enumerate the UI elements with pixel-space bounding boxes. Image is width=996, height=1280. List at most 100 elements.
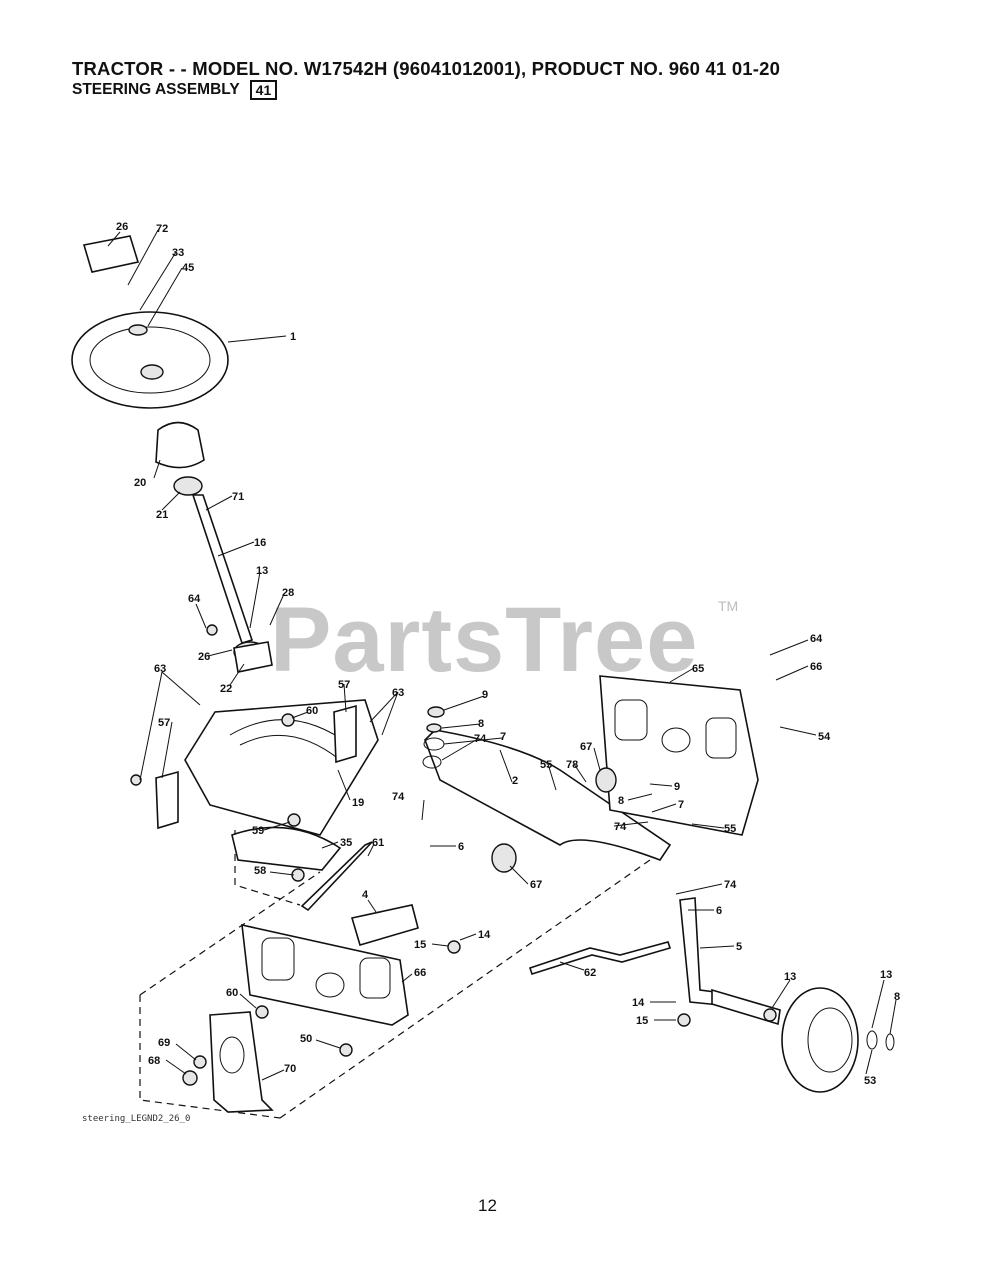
steering-wheel-cap-insert [128, 324, 148, 336]
pinion-bracket [233, 641, 273, 673]
part-label: 1 [290, 331, 296, 343]
part-label: 65 [692, 663, 704, 675]
part-label: 13 [256, 565, 268, 577]
part-label: 54 [818, 731, 831, 743]
steering-wheel [71, 311, 229, 409]
part-label: 53 [864, 1075, 876, 1087]
part-label: 59 [252, 825, 264, 837]
part-label: 68 [148, 1055, 160, 1067]
part-label: 15 [636, 1015, 648, 1027]
part-label: 6 [458, 841, 464, 853]
part-label: 13 [784, 971, 796, 983]
nut-50 [339, 1043, 353, 1057]
support-hole [661, 727, 691, 753]
nut-15-right [677, 1013, 691, 1027]
front-axle [424, 729, 672, 861]
part-label: 74 [474, 733, 487, 745]
part-label: 70 [284, 1063, 296, 1075]
part-label: 55 [724, 823, 736, 835]
part-label: 57 [338, 679, 350, 691]
section-name: STEERING ASSEMBLY [72, 81, 240, 98]
nut-60-b [255, 1005, 269, 1019]
part-label: 66 [414, 967, 426, 979]
part-label: 63 [392, 687, 404, 699]
part-label: 62 [584, 967, 596, 979]
support-window-4 [359, 957, 391, 999]
steering-wheel-inner [89, 326, 211, 394]
washer-69 [193, 1055, 207, 1069]
part-label: 35 [340, 837, 352, 849]
part-label: 6 [716, 905, 722, 917]
steering-wheel-hub [140, 364, 164, 380]
bolt-head-63 [130, 774, 142, 786]
nut-68 [182, 1070, 198, 1086]
leader-lines [107, 229, 897, 1081]
part-label: 19 [352, 797, 364, 809]
page-number: 12 [478, 1196, 497, 1215]
part-label: 67 [580, 741, 592, 753]
drag-link [300, 841, 373, 912]
part-label: 7 [678, 799, 684, 811]
part-label: 64 [188, 593, 201, 605]
spindle-left [350, 904, 419, 946]
part-label: 26 [116, 221, 128, 233]
watermark: PartsTree [270, 589, 699, 691]
part-label: 60 [226, 987, 238, 999]
front-wheel [781, 987, 859, 1093]
part-label: 33 [172, 247, 184, 259]
bolt-head-64 [206, 624, 218, 636]
part-label: 74 [724, 879, 737, 891]
subassembly-outline [139, 830, 651, 1119]
washer-13 [763, 1008, 777, 1022]
part-label: 14 [478, 929, 491, 941]
part-label: 58 [254, 865, 266, 877]
sector-gear [231, 826, 342, 871]
tie-rod [528, 941, 672, 976]
page-title: TRACTOR - - MODEL NO. W17542H (960410120… [72, 58, 781, 79]
wheel-axle-stub [711, 988, 781, 1026]
drawing-file-id: steering_LEGND2_26_0 [82, 1114, 191, 1124]
part-label: 8 [618, 795, 624, 807]
section-title: STEERING ASSEMBLY 41 [72, 80, 278, 100]
part-label: 9 [482, 689, 488, 701]
section-number-badge: 41 [249, 80, 278, 100]
part-label: 4 [362, 889, 369, 901]
part-label: 5 [736, 941, 742, 953]
part-label: 26 [198, 651, 210, 663]
part-label: 78 [566, 759, 578, 771]
part-label: 28 [282, 587, 294, 599]
steering-cap [82, 235, 140, 273]
mount-bracket-hole [219, 1036, 245, 1074]
bushing-67-a [595, 767, 617, 793]
part-label: 66 [810, 661, 822, 673]
part-label: 71 [232, 491, 244, 503]
support-window-3 [261, 937, 295, 981]
part-label: 7 [500, 731, 506, 743]
front-wheel-rim [807, 1007, 853, 1073]
part-label: 9 [674, 781, 680, 793]
nut-60 [281, 713, 295, 727]
bearing-74 [422, 755, 442, 769]
nut-15 [447, 940, 461, 954]
part-label: 13 [880, 969, 892, 981]
part-label: 72 [156, 223, 168, 235]
part-label: 15 [414, 939, 426, 951]
part-label: 16 [254, 537, 266, 549]
axle-support-left [241, 923, 409, 1026]
part-label: 69 [158, 1037, 170, 1049]
washer-8 [426, 723, 442, 733]
steering-bellows [155, 421, 205, 469]
part-label: 14 [632, 997, 645, 1009]
trademark-mark: TM [718, 598, 739, 614]
part-label: 2 [512, 775, 518, 787]
part-label: 22 [220, 683, 232, 695]
part-label: 67 [530, 879, 542, 891]
part-label: 21 [156, 509, 168, 521]
steering-shaft [191, 494, 254, 644]
pin-cap-9 [427, 706, 445, 718]
part-label: 45 [182, 262, 194, 274]
steering-bushing [173, 476, 203, 496]
support-window-2 [705, 717, 737, 759]
part-label: 8 [478, 718, 484, 730]
